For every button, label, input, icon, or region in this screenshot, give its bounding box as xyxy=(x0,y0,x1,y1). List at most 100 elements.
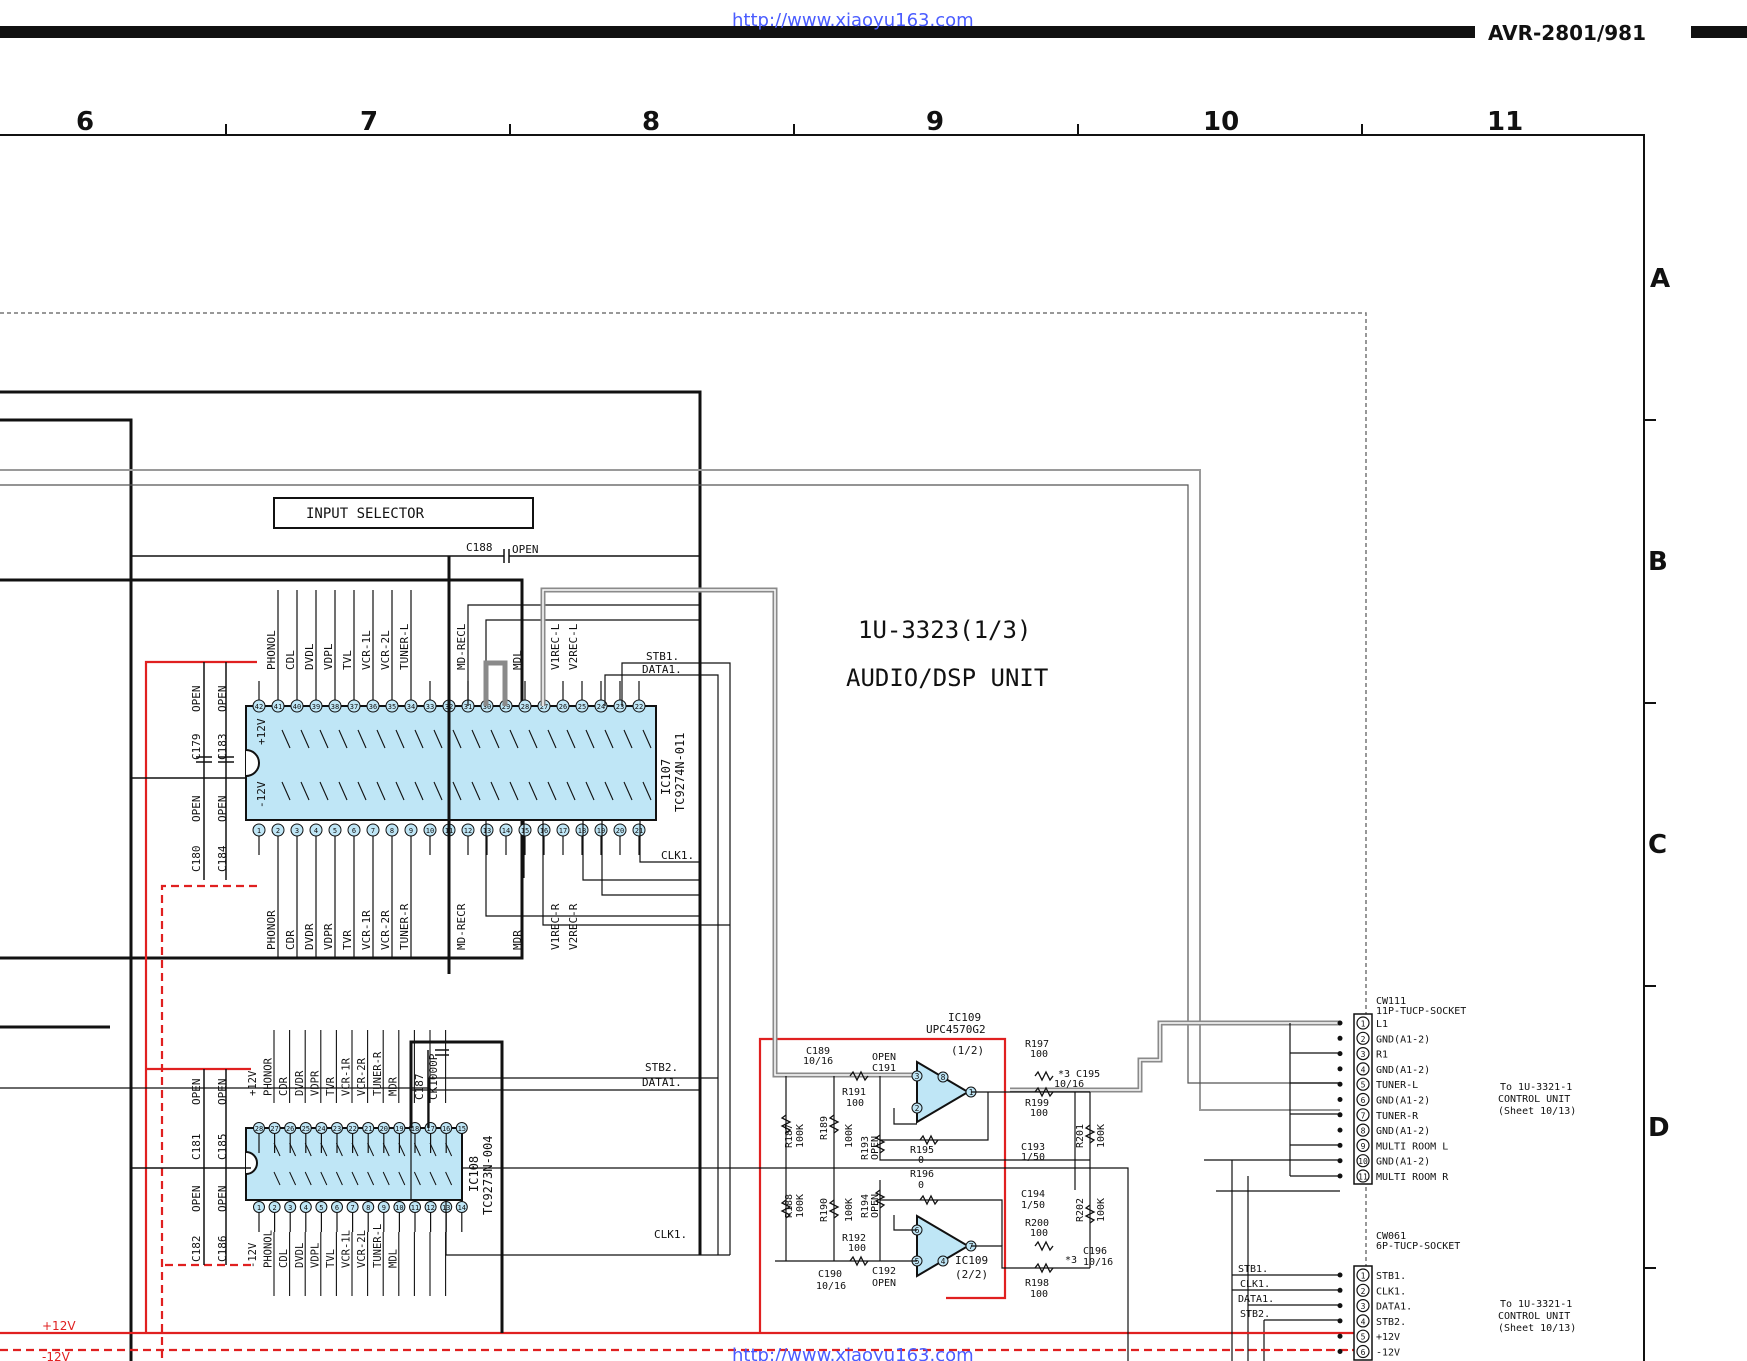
red-supply-lines xyxy=(0,660,1366,1361)
switch-mark xyxy=(376,729,386,749)
pin-number: 10 xyxy=(395,1204,403,1212)
ic109-part-labels: C189 10/16 OPEN C191 R191 100 R197 100 *… xyxy=(803,1039,1113,1300)
switch-mark xyxy=(623,729,633,749)
switch-mark xyxy=(452,781,462,801)
connector-signal-label: GND(A1-2) xyxy=(1376,1065,1430,1076)
connector-pin-number: 3 xyxy=(1361,1302,1366,1311)
data1-wire-label: DATA1. xyxy=(642,663,682,676)
pin-marker xyxy=(423,699,437,713)
connector-pin-number: 2 xyxy=(1361,1287,1366,1296)
cw061-name: CW061 xyxy=(1376,1231,1406,1242)
connector-pin-number: 6 xyxy=(1361,1096,1366,1105)
pin-marker xyxy=(499,823,513,837)
switch-mark xyxy=(433,781,443,801)
r199-value: 100 xyxy=(1030,1108,1048,1119)
pin-marker xyxy=(423,823,437,837)
column-labels: 6 7 8 9 10 11 xyxy=(76,107,1523,137)
signal-label: VDPL xyxy=(322,643,335,670)
pin-number: 42 xyxy=(255,703,263,711)
svg-text:OPEN: OPEN xyxy=(870,1194,881,1218)
svg-text:2: 2 xyxy=(915,1104,920,1113)
switch-mark xyxy=(338,729,348,749)
signal-label: V1REC-R xyxy=(549,903,562,950)
svg-text:C183: C183 xyxy=(216,734,229,761)
ic108-control-lines xyxy=(0,1077,1129,1361)
connector-pin xyxy=(1356,1169,1370,1183)
input-frame xyxy=(0,390,702,1361)
connector-pin xyxy=(1356,1108,1370,1122)
switch-mark xyxy=(367,1171,375,1186)
stb2-wire-label: STB2. xyxy=(645,1061,678,1074)
switch-mark xyxy=(320,1171,328,1186)
switch-mark xyxy=(509,729,519,749)
board-outline xyxy=(0,312,1367,1361)
pin-number: 8 xyxy=(390,827,394,835)
pin-marker xyxy=(366,699,380,713)
pin-marker xyxy=(594,823,608,837)
svg-text:DATA1.: DATA1. xyxy=(1238,1294,1274,1305)
pin-marker xyxy=(362,1201,375,1213)
svg-text:OPEN: OPEN xyxy=(190,796,203,823)
pin-number: 7 xyxy=(371,827,375,835)
connector-signal-label: TUNER-L xyxy=(1376,1080,1418,1091)
watermark-url-top[interactable]: http://www.xiaoyu163.com xyxy=(732,10,974,31)
signal-label: MDR xyxy=(511,930,524,950)
svg-text:5: 5 xyxy=(915,1257,920,1266)
ic107-part: TC9274N-011 xyxy=(673,733,687,812)
switch-mark xyxy=(623,781,633,801)
signal-label: TVL xyxy=(325,1249,337,1268)
row-labels: A B C D xyxy=(1648,264,1670,1143)
connector-signal-label: GND(A1-2) xyxy=(1376,1157,1430,1168)
connector-pin xyxy=(1356,1016,1370,1030)
pin-number: 7 xyxy=(350,1204,354,1212)
pin-marker xyxy=(556,823,570,837)
connector-signal-label: STB2. xyxy=(1376,1317,1406,1328)
r192-value: 100 xyxy=(848,1243,866,1254)
svg-text:R189: R189 xyxy=(819,1116,830,1140)
connector-pin xyxy=(1356,1138,1370,1153)
pin-number: 1 xyxy=(257,827,261,835)
pin-number: 33 xyxy=(426,703,434,711)
connector-dot xyxy=(1337,1127,1343,1133)
connector-signal-label: STB1. xyxy=(1376,1271,1406,1282)
signal-label: TUNER-L xyxy=(372,1224,384,1268)
connector-pin xyxy=(1356,1031,1370,1045)
watermark-url-bottom[interactable]: http://www.xiaoyu163.com xyxy=(732,1345,974,1361)
svg-text:100K: 100K xyxy=(795,1124,806,1148)
ic107-supply-pos: +12V xyxy=(255,718,268,745)
stb1-wire-label: STB1. xyxy=(646,650,679,663)
pin-number: 5 xyxy=(319,1204,323,1212)
column-label: 11 xyxy=(1487,107,1523,137)
svg-text:100K: 100K xyxy=(1096,1124,1107,1148)
pin-number: 23 xyxy=(616,703,624,711)
pin-marker xyxy=(518,823,532,837)
r198-value: 100 xyxy=(1030,1289,1048,1300)
switch-mark xyxy=(585,729,595,749)
pin-number: 21 xyxy=(635,827,643,835)
switch-mark xyxy=(445,1171,453,1186)
gray-bus-top-2 xyxy=(0,484,1340,1084)
pin-number: 16 xyxy=(442,1125,450,1133)
switch-mark xyxy=(413,1142,421,1157)
pin-number: 37 xyxy=(350,703,358,711)
pin-marker xyxy=(518,699,532,713)
signal-label: MDL xyxy=(387,1249,399,1268)
connector-signal-label: TUNER-R xyxy=(1376,1111,1419,1122)
connector-pin-number: 3 xyxy=(1361,1050,1366,1059)
header-model: AVR-2801/981 xyxy=(1488,21,1646,45)
switch-mark xyxy=(642,781,652,801)
pin-marker xyxy=(632,823,646,837)
switch-mark xyxy=(429,1171,437,1186)
ic107-supply-neg: -12V xyxy=(255,781,268,808)
ic107-body xyxy=(245,705,657,821)
cw111-wires xyxy=(1204,1023,1340,1361)
c187 xyxy=(427,1049,449,1128)
row-label: C xyxy=(1648,830,1667,860)
cw061-red-wires xyxy=(1236,1332,1354,1351)
header-bar-right xyxy=(1691,26,1747,38)
pin-marker xyxy=(271,699,285,713)
signal-label: CDL xyxy=(284,650,297,670)
connector-dot xyxy=(1337,1318,1343,1324)
ic109-name: IC109 xyxy=(948,1011,981,1024)
pin-number: 34 xyxy=(407,703,415,711)
